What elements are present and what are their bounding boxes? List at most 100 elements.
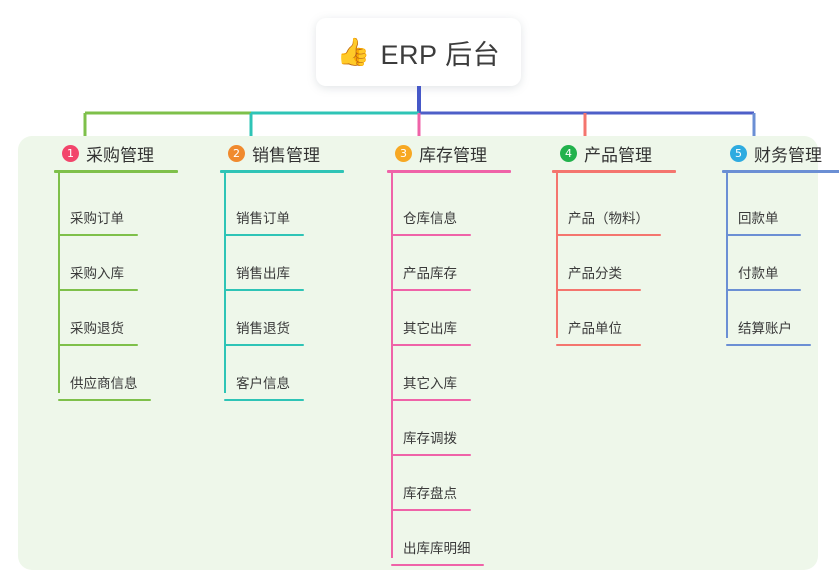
branch-item-label: 其它出库 — [403, 321, 457, 336]
branch-spine-3 — [391, 173, 393, 558]
branch-item-rule — [556, 344, 641, 346]
branch-item-rule — [58, 344, 138, 346]
branch-item-label: 回款单 — [738, 211, 779, 226]
branch-item-label: 产品分类 — [568, 266, 622, 281]
branch-items-5: 回款单付款单结算账户 — [708, 173, 839, 346]
branch-item-label: 产品库存 — [403, 266, 457, 281]
branch-header-rule-2 — [220, 170, 344, 173]
branch-item-label: 其它入库 — [403, 376, 457, 391]
branch-item[interactable]: 产品（物料） — [538, 181, 698, 236]
branch-item[interactable]: 销售订单 — [206, 181, 366, 236]
branch-column-5[interactable]: 5 财务管理回款单付款单结算账户 — [708, 136, 839, 346]
branch-badge-1: 1 — [62, 144, 79, 162]
branch-item[interactable]: 出库库明细 — [373, 511, 533, 566]
branches-panel — [18, 136, 818, 570]
branch-item-rule — [391, 564, 484, 566]
branch-item-rule — [391, 234, 471, 236]
branch-header-rule-3 — [387, 170, 511, 173]
branch-item-rule — [556, 234, 661, 236]
branch-header-5[interactable]: 5 财务管理 — [708, 136, 839, 170]
branch-item-rule — [556, 289, 641, 291]
branch-item-label: 仓库信息 — [403, 211, 457, 226]
thumbs-up-icon: 👍 — [336, 36, 371, 67]
branch-items-1: 采购订单采购入库采购退货供应商信息 — [40, 173, 200, 401]
branch-spine-5 — [726, 173, 728, 338]
branch-header-4[interactable]: 4 产品管理 — [538, 136, 698, 170]
branch-item[interactable]: 产品分类 — [538, 236, 698, 291]
branch-title-2: 销售管理 — [252, 145, 320, 165]
branch-item-rule — [224, 399, 304, 401]
branch-header-rule-4 — [552, 170, 676, 173]
branch-item-label: 付款单 — [738, 266, 779, 281]
branch-header-rule-1 — [54, 170, 178, 173]
branch-item[interactable]: 采购退货 — [40, 291, 200, 346]
branch-item-rule — [391, 289, 471, 291]
branch-badge-4: 4 — [560, 144, 577, 162]
branch-column-2[interactable]: 2 销售管理销售订单销售出库销售退货客户信息 — [206, 136, 366, 401]
branch-title-4: 产品管理 — [584, 145, 652, 165]
branch-item-label: 产品单位 — [568, 321, 622, 336]
branch-item-rule — [391, 509, 471, 511]
branch-spine-2 — [224, 173, 226, 393]
branch-item-rule — [726, 234, 801, 236]
branch-header-1[interactable]: 1 采购管理 — [40, 136, 200, 170]
branch-item-label: 客户信息 — [236, 376, 290, 391]
branch-item-label: 结算账户 — [738, 321, 792, 336]
branch-item-rule — [58, 289, 138, 291]
root-title: ERP 后台 — [380, 39, 501, 70]
branch-items-2: 销售订单销售出库销售退货客户信息 — [206, 173, 366, 401]
branch-item-label: 产品（物料） — [568, 211, 649, 226]
branch-title-3: 库存管理 — [419, 145, 487, 165]
branch-item[interactable]: 其它出库 — [373, 291, 533, 346]
branch-badge-3: 3 — [395, 144, 412, 162]
branch-item[interactable]: 供应商信息 — [40, 346, 200, 401]
branch-spine-1 — [58, 173, 60, 393]
branch-columns: 1 采购管理采购订单采购入库采购退货供应商信息 2 销售管理销售订单销售出库销售退货客… — [18, 136, 839, 570]
branch-item-label: 采购入库 — [70, 266, 124, 281]
branch-item-label: 采购退货 — [70, 321, 124, 336]
branch-item[interactable]: 销售退货 — [206, 291, 366, 346]
branch-item[interactable]: 销售出库 — [206, 236, 366, 291]
branch-column-4[interactable]: 4 产品管理产品（物料） 产品分类产品单位 — [538, 136, 698, 346]
branch-header-rule-5 — [722, 170, 839, 173]
branch-item-label: 供应商信息 — [70, 376, 138, 391]
branch-items-3: 仓库信息产品库存其它出库其它入库库存调拨库存盘点出库库明细 — [373, 173, 533, 566]
branch-item-label: 销售出库 — [236, 266, 290, 281]
branch-item[interactable]: 产品库存 — [373, 236, 533, 291]
root-node[interactable]: 👍 ERP 后台 — [316, 18, 521, 86]
branch-item-rule — [726, 344, 811, 346]
branch-badge-2: 2 — [228, 144, 245, 162]
branch-header-3[interactable]: 3 库存管理 — [373, 136, 533, 170]
branch-item-rule — [391, 399, 471, 401]
branch-item[interactable]: 采购入库 — [40, 236, 200, 291]
branch-item-rule — [58, 234, 138, 236]
branch-item-label: 出库库明细 — [403, 541, 471, 556]
branch-item[interactable]: 产品单位 — [538, 291, 698, 346]
branch-header-2[interactable]: 2 销售管理 — [206, 136, 366, 170]
branch-item[interactable]: 结算账户 — [708, 291, 839, 346]
branch-item[interactable]: 回款单 — [708, 181, 839, 236]
branch-item[interactable]: 其它入库 — [373, 346, 533, 401]
branch-column-3[interactable]: 3 库存管理仓库信息产品库存其它出库其它入库库存调拨库存盘点出库库明细 — [373, 136, 533, 566]
branch-item-label: 销售退货 — [236, 321, 290, 336]
branch-title-1: 采购管理 — [86, 145, 154, 165]
branch-item[interactable]: 仓库信息 — [373, 181, 533, 236]
branch-item[interactable]: 客户信息 — [206, 346, 366, 401]
branch-badge-5: 5 — [730, 144, 747, 162]
branch-item[interactable]: 付款单 — [708, 236, 839, 291]
branch-item-label: 销售订单 — [236, 211, 290, 226]
branch-title-5: 财务管理 — [754, 145, 822, 165]
branch-item-label: 库存盘点 — [403, 486, 457, 501]
branch-item-rule — [391, 344, 471, 346]
branch-item-rule — [726, 289, 801, 291]
branch-item-rule — [58, 399, 151, 401]
branch-spine-4 — [556, 173, 558, 338]
branch-column-1[interactable]: 1 采购管理采购订单采购入库采购退货供应商信息 — [40, 136, 200, 401]
branch-item-label: 采购订单 — [70, 211, 124, 226]
branch-item[interactable]: 采购订单 — [40, 181, 200, 236]
branch-item[interactable]: 库存调拨 — [373, 401, 533, 456]
branch-items-4: 产品（物料） 产品分类产品单位 — [538, 173, 698, 346]
branch-item-rule — [224, 344, 304, 346]
branch-item[interactable]: 库存盘点 — [373, 456, 533, 511]
